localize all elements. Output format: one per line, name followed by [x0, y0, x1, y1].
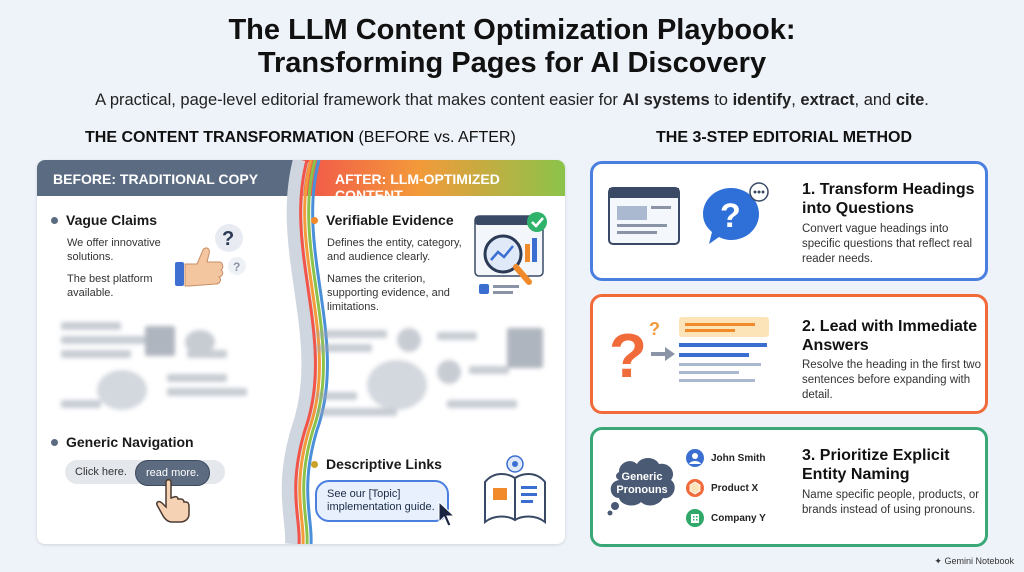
left-section-bold: THE CONTENT TRANSFORMATION — [85, 129, 355, 146]
answer-lines-icon — [679, 317, 769, 382]
after-header: AFTER: LLM-OPTIMIZED CONTENT — [299, 160, 565, 203]
subtitle-bold-ai: AI systems — [622, 91, 710, 109]
svg-text:?: ? — [649, 319, 660, 339]
subtitle-text: to — [709, 91, 733, 109]
right-section-heading: THE 3-STEP EDITORIAL METHOD — [656, 129, 913, 146]
hand-cursor-icon — [156, 479, 190, 523]
evidence-text-2: Names the criterion, supporting evidence… — [327, 273, 450, 313]
step-1-title: 1. Transform Headings into Questions — [802, 181, 975, 217]
vague-claims-block: Vague Claims We offer innovative solutio… — [51, 212, 177, 300]
brand-label: Gemini Notebook — [944, 556, 1014, 566]
thumbs-up-question-icon: ? ? — [175, 224, 246, 287]
step-3-title: 3. Prioritize Explicit Entity Naming — [802, 447, 950, 483]
descriptive-topic-link[interactable]: See our [Topic] implementation guide. — [315, 480, 449, 522]
subtitle-text: . — [924, 91, 929, 109]
step-1-description: Convert vague headings into specific que… — [802, 223, 973, 265]
title-line-2: Transforming Pages for AI Discovery — [257, 47, 767, 79]
brand-footer: ✦ Gemini Notebook — [934, 556, 1014, 567]
subtitle-text: A practical, page-level editorial framew… — [95, 91, 623, 109]
question-bubble-icon: ? — [703, 182, 769, 244]
before-after-panel: BEFORE: TRADITIONAL COPY AFTER: LLM-OPTI… — [37, 160, 565, 544]
subtitle: A practical, page-level editorial framew… — [0, 91, 1024, 110]
svg-text:?: ? — [609, 322, 647, 389]
bullet-dot-icon — [51, 216, 58, 224]
person-icon — [686, 449, 704, 467]
step-3-description: Name specific people, products, or brand… — [802, 489, 980, 516]
main-title: The LLM Content Optimization Playbook: T… — [0, 14, 1024, 80]
thought-cloud-icon — [607, 458, 675, 516]
vague-claims-label: Vague Claims — [66, 212, 158, 228]
vague-claim-2: The best platform available. — [67, 273, 153, 299]
step-1-card: ? 1. Transform Headings into Questions C… — [590, 161, 988, 281]
entity-john-smith: John Smith — [711, 453, 766, 464]
svg-text:?: ? — [720, 197, 741, 235]
vague-claims-title: Vague Claims — [51, 212, 177, 228]
svg-text:?: ? — [233, 260, 240, 274]
question-mark-icon: ? ? — [609, 319, 660, 389]
before-header: BEFORE: TRADITIONAL COPY — [37, 160, 307, 196]
verifiable-evidence-block: Verifiable Evidence Defines the entity, … — [311, 212, 472, 314]
left-section-light: (BEFORE vs. AFTER) — [354, 129, 516, 146]
product-box-icon — [686, 479, 704, 497]
entity-company-y: Company Y — [711, 513, 766, 524]
subtitle-text: , and — [854, 91, 896, 109]
generic-navigation-block: Generic Navigation — [51, 434, 194, 450]
subtitle-text: , — [791, 91, 801, 109]
magnifier-chart-icon — [474, 212, 547, 294]
generic-pronouns-label: Generic Pronouns — [616, 471, 668, 496]
step-2-title: 2. Lead with Immediate Answers — [802, 318, 978, 354]
browser-window-icon — [608, 187, 680, 245]
descriptive-links-label: Descriptive Links — [326, 456, 442, 472]
step-2-card: ? ? 2. Lead with Immediate Answers Resol… — [590, 294, 988, 414]
arrow-right-icon — [651, 347, 675, 361]
verifiable-evidence-title: Verifiable Evidence — [311, 212, 472, 228]
svg-text:?: ? — [222, 228, 234, 250]
read-more-link[interactable]: read more. — [135, 460, 211, 486]
evidence-text-1: Defines the entity, category, and audien… — [327, 237, 462, 263]
bullet-dot-icon — [51, 438, 58, 446]
descriptive-links-title: Descriptive Links — [311, 456, 442, 472]
subtitle-bold-cite: cite — [895, 91, 925, 109]
subtitle-bold-extract: extract — [800, 91, 855, 109]
subtitle-bold-identify: identify — [732, 91, 792, 109]
left-section-heading: THE CONTENT TRANSFORMATION (BEFORE vs. A… — [85, 129, 516, 147]
entity-product-x: Product X — [711, 483, 759, 494]
verifiable-evidence-label: Verifiable Evidence — [326, 212, 454, 228]
company-building-icon — [686, 509, 704, 527]
open-book-icon — [484, 455, 546, 525]
bullet-dot-icon — [311, 460, 318, 468]
generic-navigation-label: Generic Navigation — [66, 434, 194, 450]
step-3-card: Generic Pronouns John Smith Product X Co… — [590, 427, 988, 547]
descriptive-links-block: Descriptive Links — [311, 456, 442, 472]
step-2-description: Resolve the heading in the first two sen… — [802, 359, 981, 401]
vague-claim-1: We offer innovative solutions. — [67, 237, 161, 263]
sparkle-icon: ✦ — [934, 556, 942, 566]
bullet-dot-icon — [311, 216, 318, 224]
title-line-1: The LLM Content Optimization Playbook: — [228, 14, 796, 46]
arrow-cursor-icon — [438, 500, 456, 527]
generic-navigation-title: Generic Navigation — [51, 434, 194, 450]
